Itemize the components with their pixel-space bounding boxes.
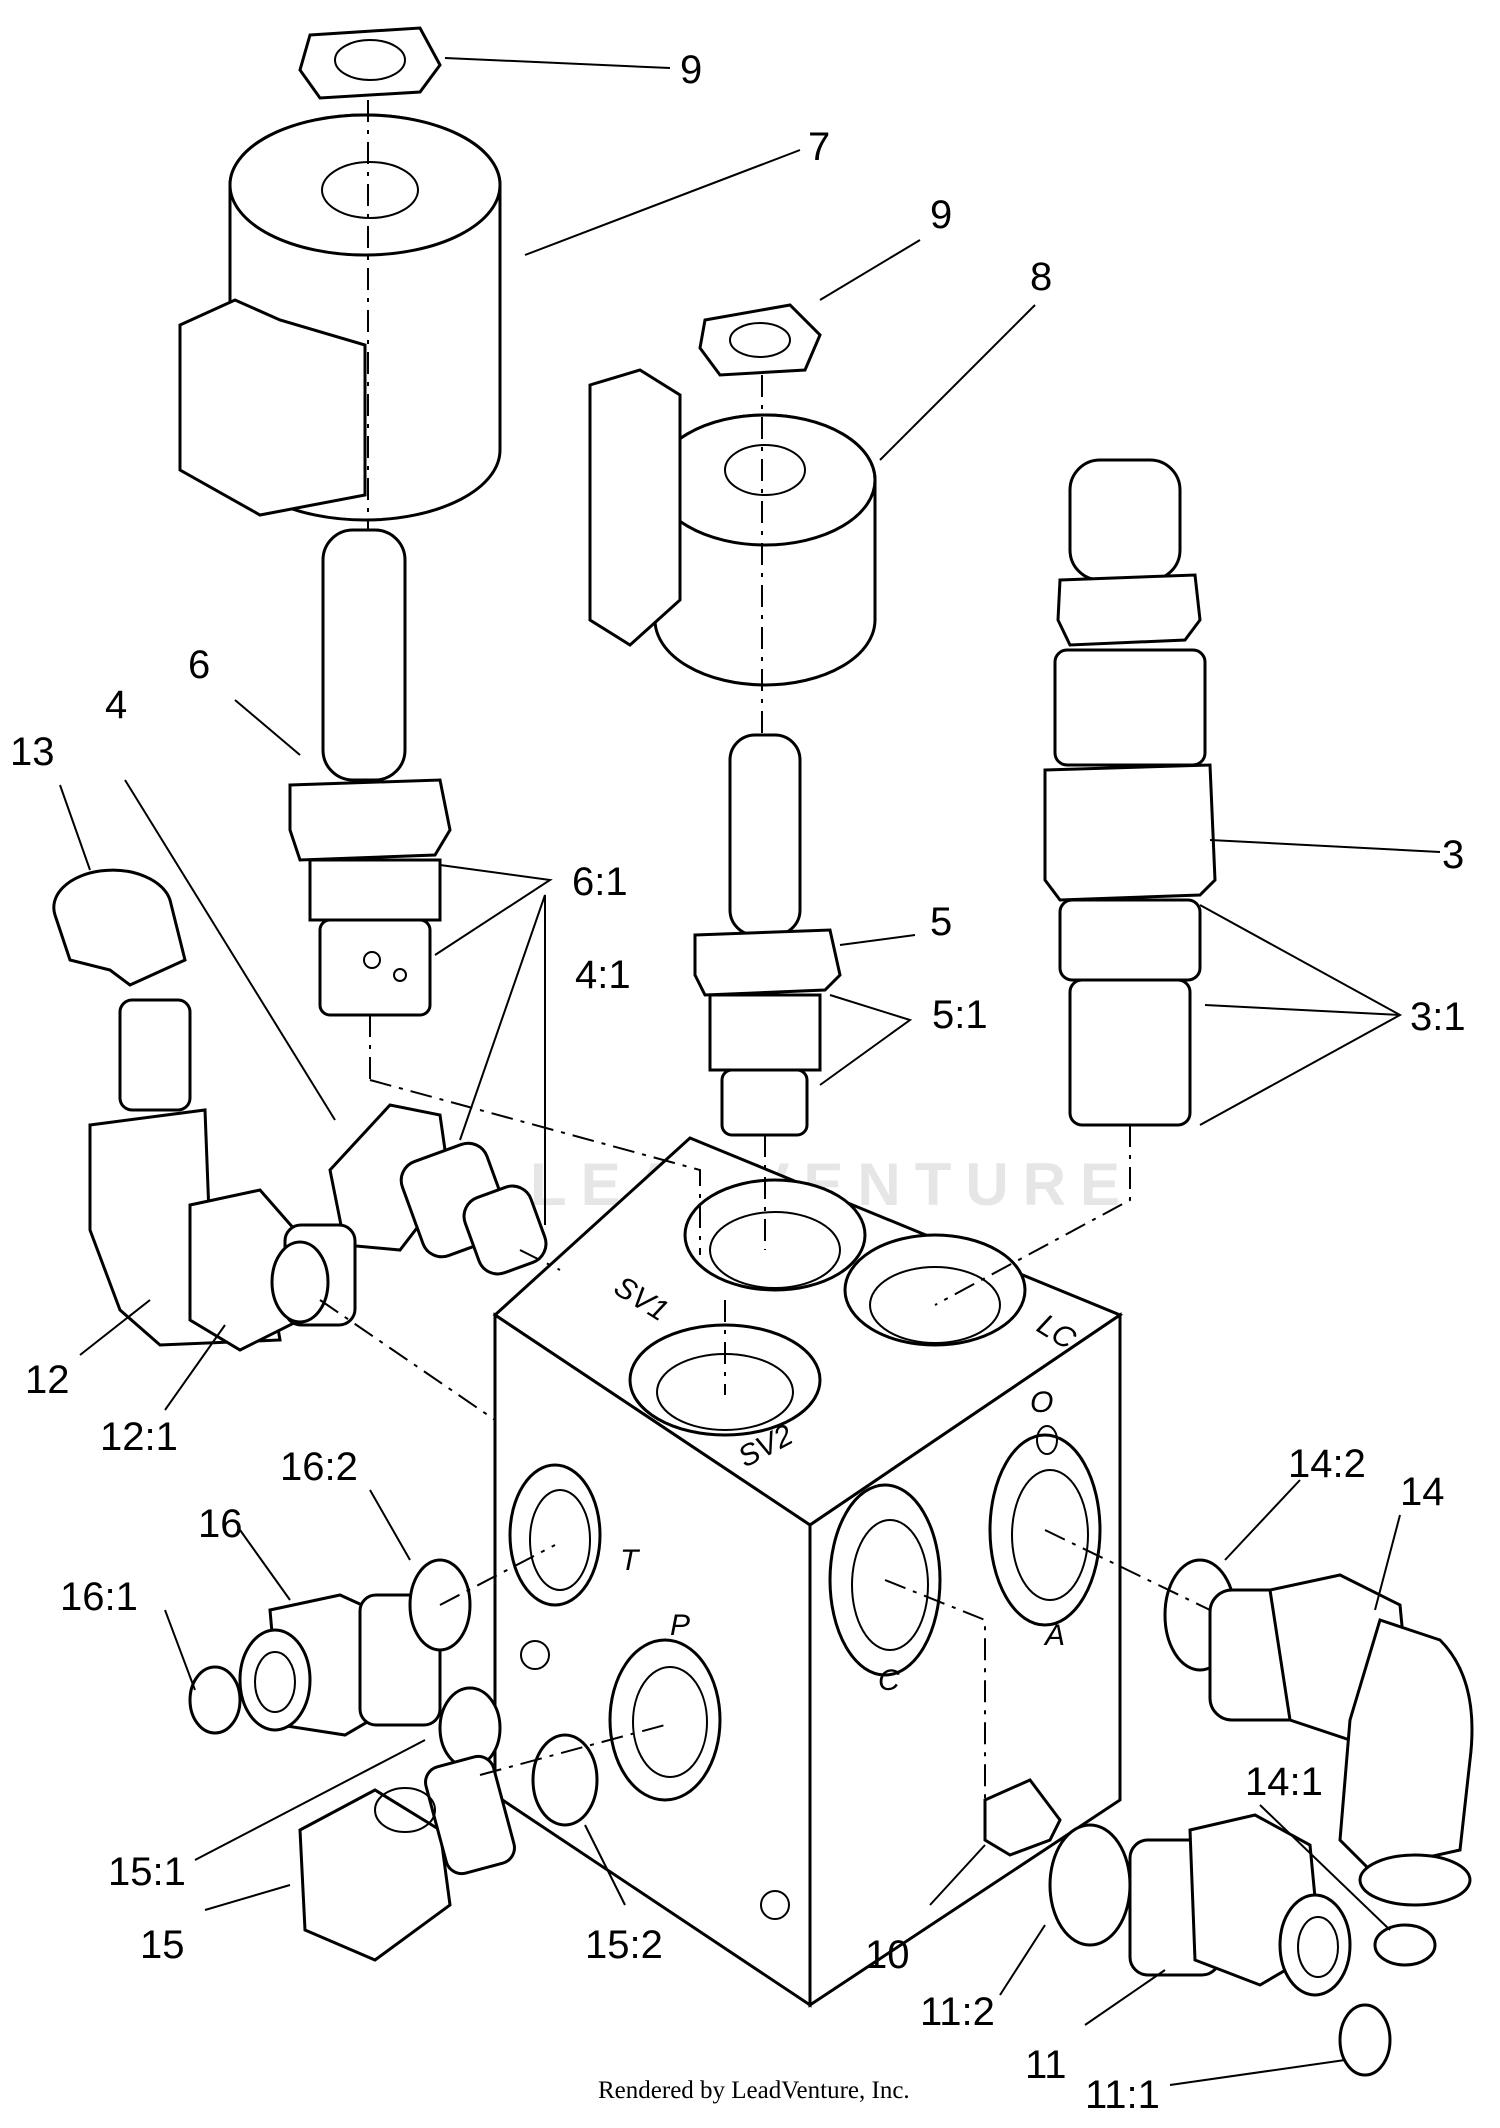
callout-8: 8: [1030, 255, 1052, 299]
relief-valve-3: [1043, 458, 1217, 1127]
callout-11: 11: [1025, 2043, 1067, 2087]
orifice-plug-10: [983, 1778, 1062, 1857]
solenoid-coil-8: [588, 368, 877, 687]
callout-15: 15: [140, 1923, 185, 1967]
callout-4-1: 4:1: [575, 953, 631, 997]
port-label-c: C: [878, 1664, 900, 1697]
manifold-block: [492, 1136, 1124, 2008]
center-lines: [319, 100, 1211, 1800]
callout-15-1: 15:1: [108, 1850, 186, 1894]
callout-12-1: 12:1: [100, 1415, 178, 1459]
callout-14-1: 14:1: [1245, 1760, 1323, 1804]
callout-14-2: 14:2: [1288, 1442, 1366, 1486]
callout-5-1: 5:1: [932, 993, 988, 1037]
port-label-a: A: [1043, 1619, 1065, 1652]
callout-5: 5: [930, 900, 952, 944]
callout-12: 12: [25, 1358, 70, 1402]
callout-9-second: 9: [930, 193, 952, 237]
o-ring-15-2: [531, 1733, 599, 1827]
o-ring-11-2: [1048, 1823, 1132, 1947]
o-ring-14-1: [1373, 1923, 1437, 1967]
port-label-o: O: [1030, 1386, 1053, 1419]
elbow-fitting-12: [88, 1108, 357, 1352]
callout-4: 4: [105, 683, 127, 727]
tee-fitting-15: [298, 1754, 516, 1962]
elbow-fitting-14: [1208, 1573, 1474, 1907]
leader-lines: [59, 57, 1441, 2086]
check-valve-4: [328, 1103, 548, 1276]
port-label-p: P: [670, 1609, 690, 1642]
credit-text: Rendered by LeadVenture, Inc.: [598, 2077, 910, 2104]
callout-16-2: 16:2: [280, 1445, 358, 1489]
callout-labels: 9 7 9 8 6 4 13 6:1 4:1 5 5:1 3 3:1 12 12…: [10, 48, 1466, 2117]
callout-3: 3: [1442, 833, 1464, 877]
callout-6: 6: [188, 643, 210, 687]
callout-7: 7: [808, 125, 830, 169]
callout-13: 13: [10, 730, 55, 774]
callout-14: 14: [1400, 1470, 1445, 1514]
o-ring-11-1: [1338, 2003, 1392, 2077]
port-label-t: T: [620, 1544, 641, 1577]
callout-16: 16: [198, 1502, 243, 1546]
callout-6-1: 6:1: [572, 860, 628, 904]
cartridge-valve-6: [288, 528, 452, 1017]
callout-3-1: 3:1: [1410, 995, 1466, 1039]
callout-11-2: 11:2: [920, 1990, 995, 2034]
dust-cap-13: [52, 868, 192, 1112]
cartridge-valve-5: [693, 733, 842, 1137]
straight-fitting-11: [1128, 1813, 1352, 1997]
callout-11-1: 11:1: [1085, 2073, 1160, 2117]
nut-9-second: [698, 303, 822, 377]
callout-15-2: 15:2: [585, 1923, 663, 1967]
callout-9-top: 9: [680, 48, 702, 92]
callout-16-1: 16:1: [60, 1575, 138, 1619]
callout-10: 10: [865, 1933, 910, 1977]
o-ring-15-1: [438, 1686, 502, 1770]
solenoid-coil-7: [178, 113, 502, 522]
nut-9-top: [298, 26, 442, 100]
o-ring-16-1: [188, 1665, 242, 1735]
